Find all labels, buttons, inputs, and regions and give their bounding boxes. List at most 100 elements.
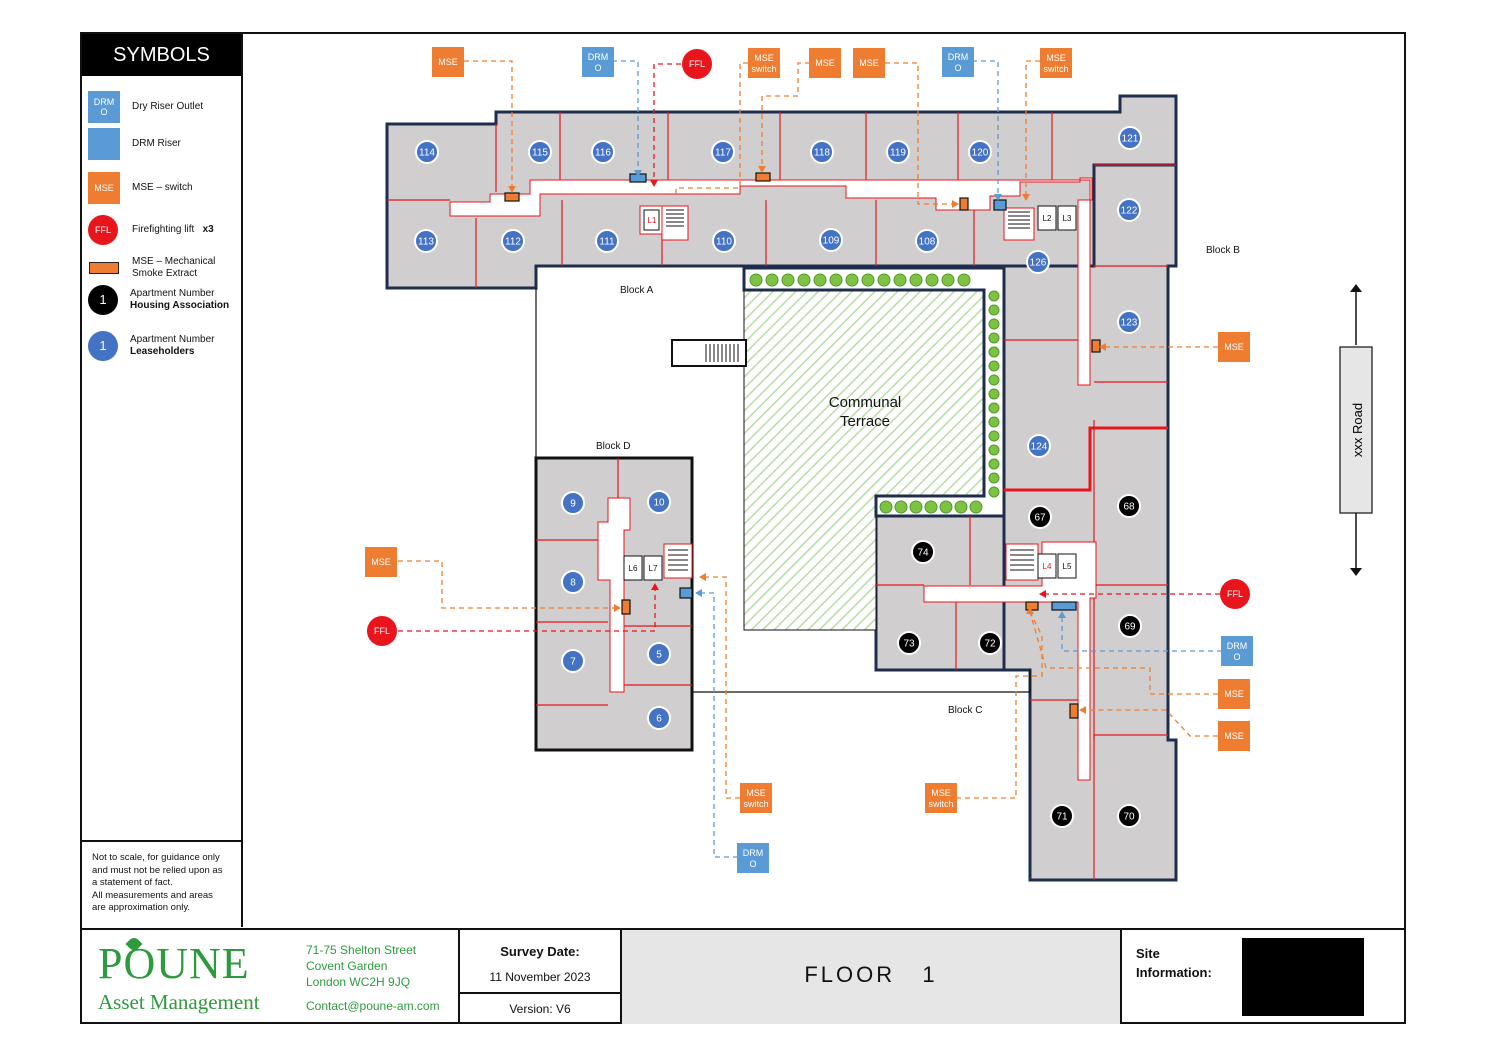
apartment-marker: 115 bbox=[528, 140, 552, 164]
legend-label: Dry Riser Outlet bbox=[132, 101, 204, 112]
legend-title: SYMBOLS bbox=[82, 34, 241, 76]
tag-text: DRM bbox=[588, 52, 609, 62]
survey-divider bbox=[460, 992, 620, 994]
lift-label: L6 bbox=[629, 564, 638, 573]
title-block: POUNE Asset Management 71-75 Shelton Str… bbox=[82, 928, 1404, 1024]
apartment-marker: 5 bbox=[647, 642, 671, 666]
lift-labels: L1 L2 L3 L4 L5 L6 L7 bbox=[629, 214, 1072, 573]
shrub bbox=[988, 318, 1000, 330]
legend-label-2: Housing Association bbox=[130, 300, 230, 311]
tag-text: switch bbox=[751, 64, 776, 74]
apartment-marker: 113 bbox=[414, 229, 438, 253]
terrace-planting bbox=[749, 273, 1000, 514]
address-line: 71-75 Shelton Street bbox=[306, 943, 417, 957]
apartment-number: 74 bbox=[917, 548, 929, 559]
block-boundary-line bbox=[1004, 426, 1168, 492]
drm-riser-icon bbox=[88, 128, 120, 160]
block-b-label: Block B bbox=[1206, 245, 1240, 256]
legend-label-2: Smoke Extract bbox=[132, 268, 198, 279]
apartment-marker: 121 bbox=[1118, 126, 1142, 150]
mse-tag: MSE bbox=[1218, 332, 1250, 362]
shrub bbox=[765, 273, 779, 287]
apartment-marker: 73 bbox=[897, 631, 921, 655]
stair-core-block-b bbox=[1003, 205, 1077, 241]
shrub bbox=[924, 500, 938, 514]
note-line: All measurements and areas bbox=[92, 889, 213, 901]
tag-text: O bbox=[594, 63, 601, 73]
apartment-number: 121 bbox=[1122, 134, 1139, 145]
shrub bbox=[988, 388, 1000, 400]
shrub bbox=[988, 486, 1000, 498]
external-stair bbox=[671, 339, 747, 367]
apartment-number: 110 bbox=[716, 237, 732, 248]
legend-item-drm-riser: DRM Riser bbox=[88, 128, 181, 160]
apartment-marker: 126 bbox=[1026, 250, 1050, 274]
apartment-number: 70 bbox=[1123, 812, 1135, 823]
tag-text: switch bbox=[1043, 64, 1068, 74]
apartment-number: 73 bbox=[903, 639, 915, 650]
apartment-number: 117 bbox=[715, 148, 731, 159]
apartment-number: 112 bbox=[505, 237, 521, 248]
apartment-number: 108 bbox=[919, 237, 936, 248]
survey-date-value: 11 November 2023 bbox=[489, 970, 591, 984]
ffl-icon: FFL bbox=[88, 215, 118, 245]
disclaimer-note: Not to scale, for guidance only and must… bbox=[92, 852, 237, 915]
mse-tag: MSE bbox=[432, 47, 464, 77]
company-address: 71-75 Shelton Street Covent Garden Londo… bbox=[306, 942, 416, 990]
shrub bbox=[988, 360, 1000, 372]
floor-title: FLOOR 1 bbox=[804, 962, 938, 987]
tag-text: MSE bbox=[1224, 731, 1244, 741]
mse-tag: MSE bbox=[365, 547, 397, 577]
company-logo-subtitle: Asset Management bbox=[98, 990, 260, 1014]
shrub bbox=[879, 500, 893, 514]
apartment-number: 118 bbox=[814, 148, 830, 159]
mse-tag: MSE bbox=[853, 48, 885, 78]
apartment-marker: 70 bbox=[1117, 804, 1141, 828]
tag-text: MSE bbox=[371, 557, 391, 567]
apartment-marker: 120 bbox=[968, 140, 992, 164]
apartment-number: 109 bbox=[823, 236, 840, 247]
apartment-marker: 119 bbox=[886, 140, 910, 164]
tag-text: MSE bbox=[1224, 689, 1244, 699]
legend-item-mse-switch: MSE MSE – switch bbox=[88, 172, 193, 204]
drm-outlet-icon: DRM O bbox=[88, 91, 120, 123]
apartment-number: 119 bbox=[890, 148, 906, 159]
survey-cell: Survey Date: 11 November 2023 Version: V… bbox=[460, 930, 622, 1024]
apartment-marker: 67 bbox=[1028, 505, 1052, 529]
connector-lines bbox=[398, 60, 1222, 858]
site-info-cell: Site Information: bbox=[1122, 930, 1404, 1024]
apartment-marker: 71 bbox=[1050, 804, 1074, 828]
apartment-marker: 123 bbox=[1117, 310, 1141, 334]
tag-text: MSE bbox=[859, 58, 879, 68]
block-a-label: Block A bbox=[620, 285, 654, 296]
legend-label: Apartment Number bbox=[130, 334, 215, 345]
shrub bbox=[845, 273, 859, 287]
tag-text: FFL bbox=[374, 626, 390, 636]
apartment-marker: 111 bbox=[595, 229, 619, 253]
mse-tag: MSE bbox=[1218, 721, 1250, 751]
apartment-marker: 6 bbox=[647, 706, 671, 730]
tag-text: MSE bbox=[754, 53, 774, 63]
drm-riser-markers bbox=[629, 173, 1077, 611]
tag-text: O bbox=[749, 859, 756, 869]
shrub bbox=[988, 458, 1000, 470]
tag-text: MSE bbox=[438, 57, 458, 67]
apartment-number: 67 bbox=[1034, 513, 1046, 524]
shrub bbox=[988, 346, 1000, 358]
legend-label: Apartment Number bbox=[130, 288, 215, 299]
mse-extract-markers bbox=[504, 172, 1101, 719]
mse-extract-icon bbox=[88, 252, 120, 284]
tag-text: MSE bbox=[1046, 53, 1066, 63]
apartment-marker: 8 bbox=[561, 570, 585, 594]
apartment-marker: 69 bbox=[1118, 614, 1142, 638]
block-b-wing bbox=[1002, 163, 1178, 882]
stair-core-block-a bbox=[639, 205, 689, 241]
